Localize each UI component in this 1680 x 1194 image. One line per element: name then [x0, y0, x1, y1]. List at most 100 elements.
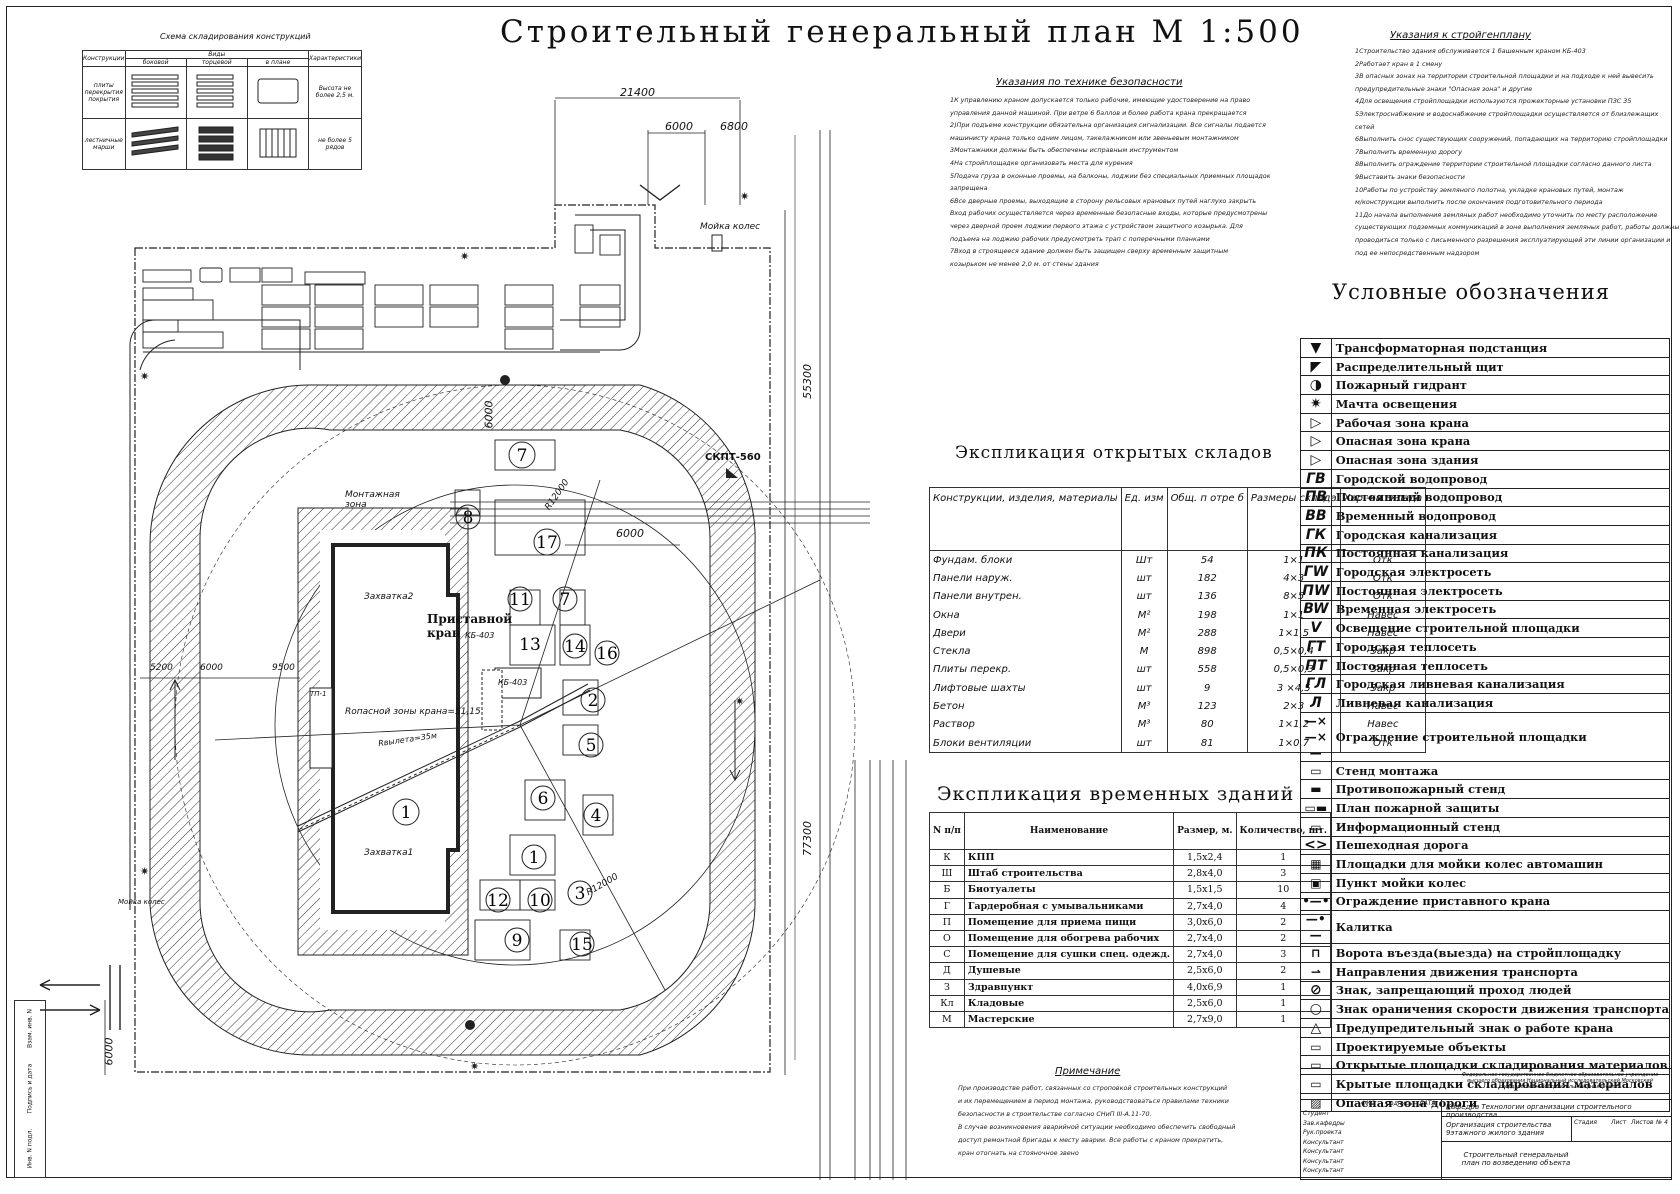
legend-symbol-icon: —•— [1300, 910, 1332, 945]
stair-stack-side [131, 126, 179, 156]
safety-notes: 1К управлению краном допускается только … [950, 94, 1271, 270]
table-cell: 3,0х6,0 [1173, 913, 1237, 931]
instructions-title: Указания к стройгенплану [1390, 30, 1531, 41]
table-cell: Кладовые [963, 994, 1175, 1012]
instruction-line-16: проводиться только с письменного разреше… [1355, 235, 1671, 244]
table-cell: М³ [1120, 715, 1168, 734]
legend-row: ▷Опасная зона крана [1300, 431, 1671, 452]
safety-line-5: 3Монтажники должны быть обеспечены испра… [950, 146, 1179, 155]
table-cell: М [929, 1010, 965, 1029]
legend-symbol-icon: ▦ [1300, 854, 1332, 874]
dim-21400: 21400 [620, 86, 655, 99]
instruction-line-12: 10Работы по устройству земляного полотна… [1355, 185, 1624, 194]
dim-6000-left2: 6000 [200, 663, 223, 673]
legend-mark-icon: —•— [1306, 912, 1326, 943]
legend-mark-icon: ▭ [1310, 1039, 1322, 1054]
stamp-role: Консультант [1303, 1148, 1344, 1155]
table-cell: 123 [1166, 697, 1248, 716]
table-cell: Блоки вентиляции [929, 733, 1122, 754]
table-cell: Штаб строительства [963, 865, 1175, 883]
table-cell: Биотуалеты [963, 881, 1175, 899]
legend-row: ▬Противопожарный стенд [1300, 779, 1671, 800]
stamp-list: Лист [1611, 1119, 1627, 1126]
table-cell: шт [1120, 679, 1168, 698]
stamp-sign: подпись [1386, 1100, 1413, 1107]
svg-text:11: 11 [509, 590, 531, 610]
legend-symbol-icon: ВВ [1300, 506, 1332, 526]
drawing-sheet [6, 6, 1672, 1178]
legend-row: ○Знак ораничения скорости движения транс… [1300, 999, 1671, 1019]
legend-symbol-icon: Л [1300, 693, 1332, 713]
dim-6000-mid: 6000 [482, 400, 496, 429]
table-cell: 54 [1166, 550, 1248, 570]
svg-text:17: 17 [536, 533, 558, 553]
legend-label: Пешеходная дорога [1330, 835, 1671, 856]
table-cell: М³ [1120, 697, 1168, 716]
note-line-3: безопасности в строительстве согласно СН… [958, 1110, 1152, 1118]
instructions-notes: 1Строительство здания обслуживается 1 ба… [1355, 45, 1679, 259]
transformer-substation [309, 687, 333, 769]
table-cell: Гардеробная с умывальниками [963, 897, 1175, 915]
svg-text:7: 7 [517, 446, 528, 466]
legend-mark-icon: •—• [1302, 894, 1330, 909]
note-line-1: При производстве работ, связанных со стр… [958, 1084, 1227, 1092]
temp-buildings-area [142, 224, 621, 353]
legend-row: △Предупредительный знак о работе крана [1300, 1018, 1671, 1038]
table-cell: Г [929, 897, 965, 915]
safety-line-11: через дверной проем лоджии первого этажа… [950, 221, 1243, 230]
table-cell: 80 [1166, 715, 1248, 734]
legend-label: Распределительный щит [1330, 356, 1671, 377]
legend-mark-icon: —×—×— [1304, 713, 1327, 760]
legend-mark-icon: ▭ [1310, 763, 1322, 778]
instruction-line-4: предупредительные знаки "Опасная зона" и… [1355, 84, 1533, 93]
legend-symbol-icon: ГК [1300, 524, 1332, 545]
dim-6000-right: 6000 [616, 527, 644, 540]
svg-text:4: 4 [591, 806, 602, 826]
table-cell: Панели наруж. [929, 569, 1122, 588]
legend-mark-icon: ⊓ [1311, 946, 1321, 961]
table-cell: 136 [1166, 587, 1248, 606]
legend-label: Постоянная теплосеть [1330, 655, 1671, 676]
table-cell: 1,5х2,4 [1173, 848, 1237, 867]
storage-areas [454, 439, 614, 961]
dim-6800: 6800 [720, 120, 748, 133]
legend-symbol-icon: △ [1300, 1018, 1332, 1038]
open-storage-header-cell: Ед. изм [1120, 487, 1168, 551]
table-cell: Панели внутрен. [929, 587, 1122, 606]
table-cell: Кл [929, 994, 965, 1012]
legend-label: Городская теплосеть [1330, 637, 1671, 657]
table-cell: М [1120, 642, 1168, 661]
table-cell: К [929, 848, 965, 867]
dim-6000-left: 6000 [102, 1037, 116, 1066]
legend-mark-icon: ▭▬ [1304, 800, 1328, 815]
table-cell: Здравпункт [963, 978, 1175, 996]
legend-label: Ограждение строительной площадки [1330, 711, 1671, 762]
legend-symbol-icon: ⇀ [1300, 961, 1332, 982]
legend-symbol-icon: ○ [1300, 999, 1332, 1019]
table-cell: шт [1120, 587, 1168, 606]
legend-label: Опасная зона здания [1330, 450, 1671, 470]
table-cell: 4,0х6,9 [1173, 978, 1237, 996]
table-cell: 2,7х9,0 [1173, 1010, 1237, 1029]
legend-row: ▷Опасная зона здания [1300, 450, 1671, 470]
crane-model-label-2: КБ-403 [498, 678, 528, 687]
temp-buildings-header-cell: Наименование [963, 812, 1175, 850]
table-cell: З [929, 978, 965, 996]
table-cell: Двери [929, 624, 1122, 643]
legend-label: План пожарной защиты [1330, 798, 1671, 818]
legend-label: Городская электросеть [1330, 562, 1671, 582]
svg-text:5: 5 [586, 736, 597, 756]
legend-row: ▭Информационный стенд [1300, 816, 1671, 837]
svg-text:10: 10 [529, 891, 551, 911]
stamp-stage: Стадия [1574, 1119, 1598, 1126]
safety-line-1: 1К управлению краном допускается только … [950, 96, 1251, 104]
danger-radius-label: Rопасной зоны крана=51,15 [345, 707, 481, 717]
